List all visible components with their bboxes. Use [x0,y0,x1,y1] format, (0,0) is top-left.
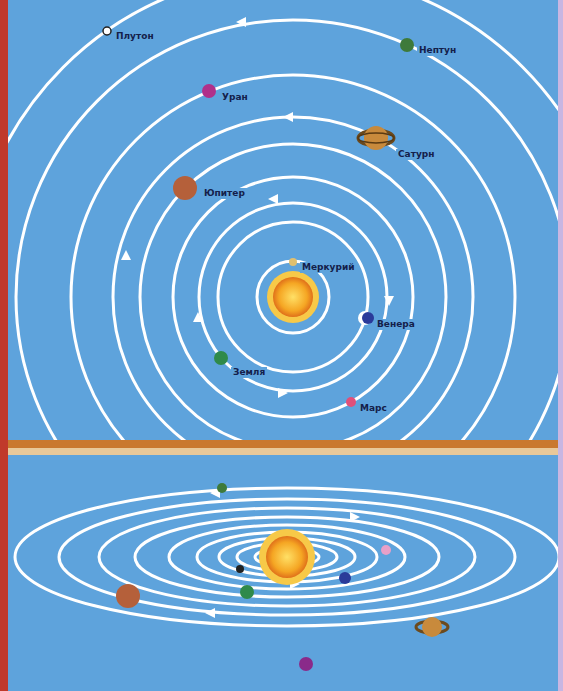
orbits-bottom [15,488,558,626]
planet-label-holder: Юпитер [202,182,247,200]
orbits-top [8,0,558,440]
bottom-panel [8,455,558,691]
planet-label: Уран [220,92,250,103]
planet-label: Марс [358,403,389,414]
divider-light [8,448,558,455]
orbit-arrows [121,17,394,398]
planet-label: Земля [231,367,267,378]
planet-label: Плутон [114,31,156,42]
planet-label-holder: Венера [375,313,417,331]
top-panel [8,0,558,440]
planet-label-holder: Меркурий [300,256,357,274]
planet-label: Юпитер [202,188,247,199]
planet-label-holder: Марс [358,397,389,415]
planet-label-holder: Сатурн [396,143,436,161]
planet-label: Венера [375,319,417,330]
sun-bottom [259,529,315,585]
planet-label-holder: Плутон [114,25,156,43]
planet-label-holder: Уран [220,86,250,104]
planet-label: Меркурий [300,262,357,273]
planet-label-holder: Нептун [417,39,458,57]
planet-label: Нептун [417,45,458,56]
planet-label: Сатурн [396,149,436,160]
planets-top [103,27,414,407]
divider-bar [8,440,558,448]
sun [267,271,319,323]
planet-label-holder: Земля [231,361,267,379]
orbit-arrows-bottom [205,488,360,618]
planets-bottom [116,483,448,671]
